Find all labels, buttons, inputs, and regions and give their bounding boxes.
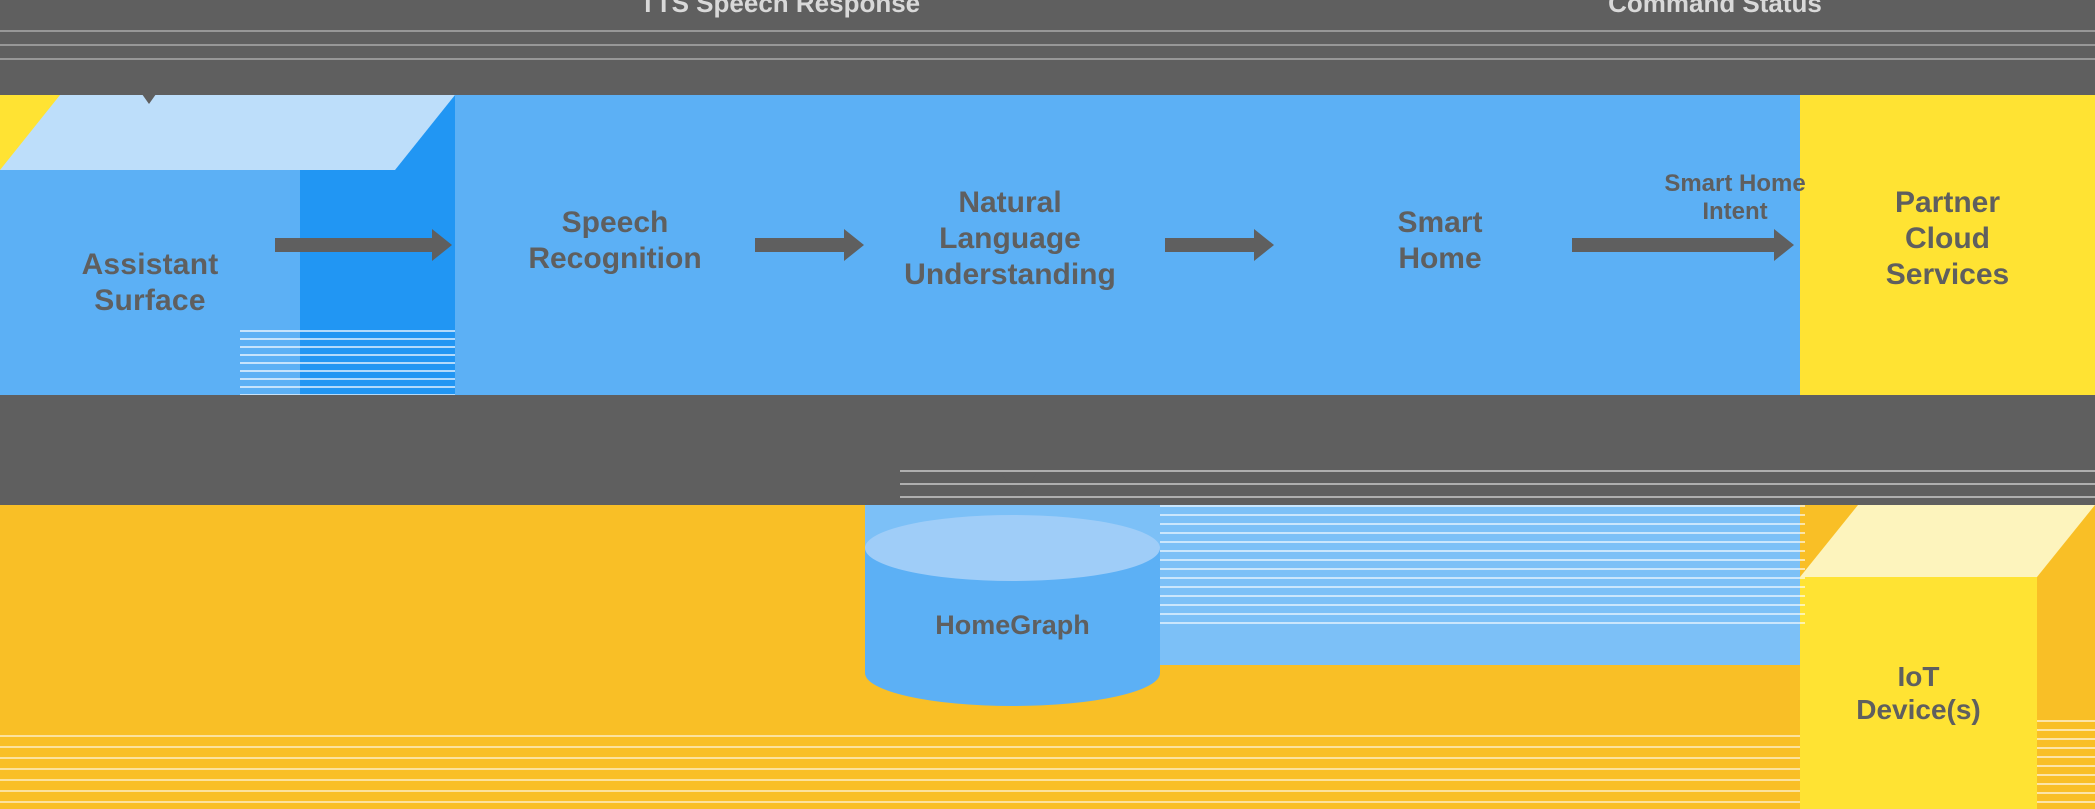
node-natural-language-understanding[interactable]: Natural Language Understanding: [904, 186, 1116, 291]
edge-label-smart-home-intent: Smart Home Intent: [1664, 170, 1806, 226]
arrow-nlu-to-smarthome: [1165, 229, 1274, 261]
band-background-top: [0, 0, 2095, 95]
assistant-surface-label: Assistant Surface: [81, 248, 219, 317]
node-homegraph[interactable]: HomeGraph: [865, 515, 1160, 706]
node-speech-recognition[interactable]: Speech Recognition: [528, 206, 702, 275]
arrow-into-homegraph-2: [1002, 462, 1036, 498]
arrow-smarthome-to-partner: [1572, 229, 1794, 261]
partner-cloud-panel[interactable]: [1800, 95, 2095, 395]
arrow-into-iot-device: [1927, 462, 1961, 498]
edge-label-tts-response: TTS Speech Response: [639, 0, 921, 18]
arrow-speech-to-nlu: [755, 229, 864, 261]
arrow-into-homegraph-1: [927, 462, 961, 498]
homegraph-label: HomeGraph: [935, 610, 1090, 640]
arrow-into-assistant-surface: [132, 62, 166, 104]
iot-devices-side-face: [2037, 577, 2095, 809]
iot-devices-top-face: [1800, 505, 2095, 577]
node-partner-cloud-services[interactable]: Partner Cloud Services: [1885, 186, 2010, 291]
band-background-middle: [0, 395, 2095, 505]
node-smart-home[interactable]: Smart Home: [1397, 206, 1483, 275]
node-iot-devices[interactable]: IoT Device(s): [1800, 505, 2095, 809]
homegraph-cylinder-top: [865, 515, 1160, 581]
edge-label-command-status: Command Status: [1608, 0, 1822, 18]
iot-devices-label: IoT Device(s): [1856, 660, 1981, 725]
assistant-surface-top-face: [0, 95, 455, 170]
iot-devices-front-face: [1800, 577, 2037, 809]
arrow-assistant-to-speech: [275, 229, 452, 261]
arrow-into-homegraph-3: [1077, 462, 1111, 498]
